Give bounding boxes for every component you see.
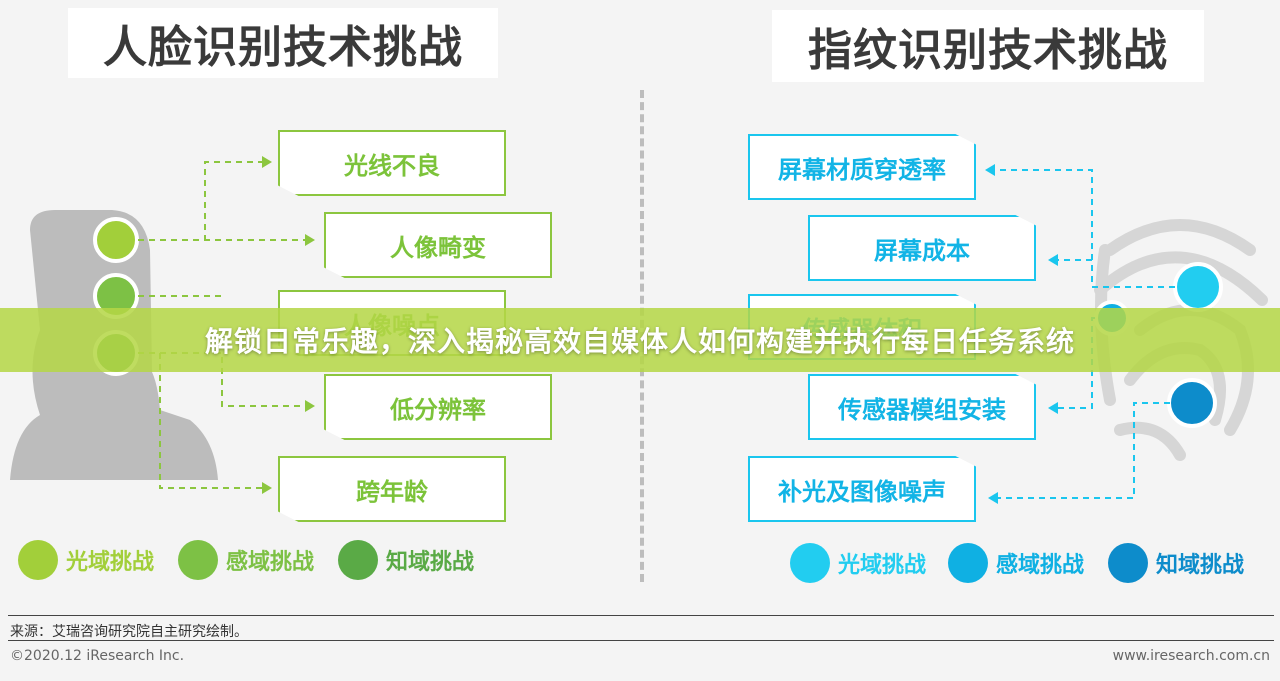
article-title-banner: 解锁日常乐趣，深入揭秘高效自媒体人如何构建并执行每日任务系统 [0,308,1280,372]
fp-light-domain-dot [1173,262,1223,312]
legend-dot-icon [178,540,218,580]
challenge-box-poor-lighting: 光线不良 [278,130,506,196]
legend-label: 知域挑战 [1156,553,1245,578]
source-note: 来源：艾瑞咨询研究院自主研究绘制。 [10,624,248,640]
site-url[interactable]: www.iresearch.com.cn [1112,648,1270,664]
challenge-box-image-distortion: 人像畸变 [324,212,552,278]
legend-label: 光域挑战 [66,550,155,575]
left-legend-sense: 感域挑战 [178,540,314,580]
legend-dot-icon [948,543,988,583]
legend-dot-icon [338,540,378,580]
legend-dot-icon [1108,543,1148,583]
face-recognition-title: 人脸识别技术挑战 [68,8,498,78]
right-legend-light: 光域挑战 [790,543,926,583]
fingerprint-recognition-title: 指纹识别技术挑战 [772,10,1204,82]
legend-label: 感域挑战 [226,550,315,575]
footer-divider-top [8,615,1274,616]
copyright-text: ©2020.12 iResearch Inc. [10,648,185,664]
legend-label: 光域挑战 [838,553,927,578]
fp-knowledge-domain-dot [1167,378,1217,428]
challenge-box-screen-transmittance: 屏幕材质穿透率 [748,134,976,200]
legend-label: 感域挑战 [996,553,1085,578]
challenge-box-screen-cost: 屏幕成本 [808,215,1036,281]
right-legend-knowledge: 知域挑战 [1108,543,1244,583]
legend-label: 知域挑战 [386,550,475,575]
legend-dot-icon [790,543,830,583]
challenge-box-cross-age: 跨年龄 [278,456,506,522]
right-legend-sense: 感域挑战 [948,543,1084,583]
footer-divider-bottom [8,640,1274,641]
left-legend-knowledge: 知域挑战 [338,540,474,580]
legend-dot-icon [18,540,58,580]
challenge-box-fill-light-noise: 补光及图像噪声 [748,456,976,522]
article-title[interactable]: 解锁日常乐趣，深入揭秘高效自媒体人如何构建并执行每日任务系统 [204,325,1075,358]
light-domain-dot [93,217,139,263]
challenge-box-sensor-module-install: 传感器模组安装 [808,374,1036,440]
challenge-box-low-resolution: 低分辨率 [324,374,552,440]
left-legend-light: 光域挑战 [18,540,154,580]
